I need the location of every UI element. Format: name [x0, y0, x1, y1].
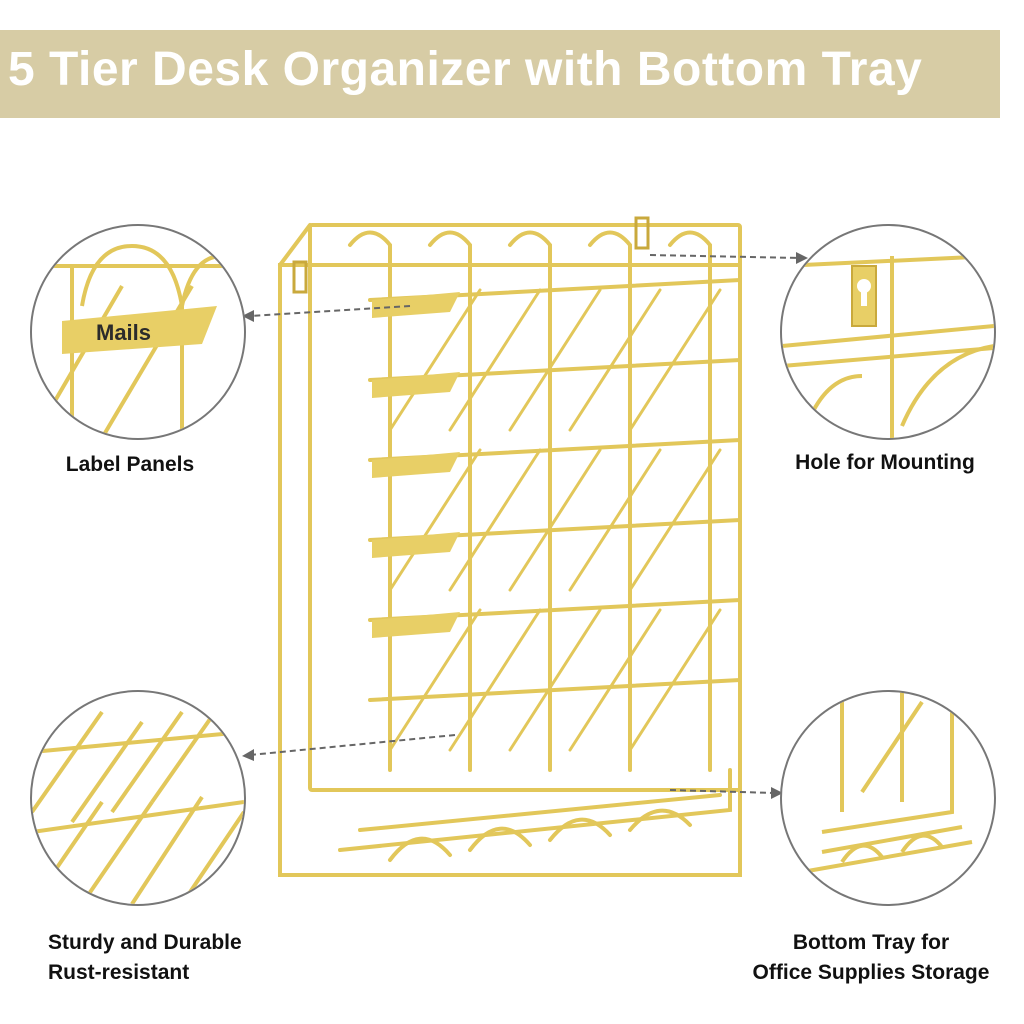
page-title: 5 Tier Desk Organizer with Bottom Tray	[8, 43, 923, 96]
label-panels-zoom-circle: Mails	[30, 224, 246, 440]
title-banner: 5 Tier Desk Organizer with Bottom Tray	[0, 30, 1000, 118]
label-panel-closeup-icon	[50, 243, 232, 438]
mails-label-tag: Mails	[96, 320, 152, 345]
wire-organizer-illustration	[278, 216, 742, 877]
label-panels-caption: Label Panels	[65, 453, 195, 476]
mounting-caption: Hole for Mounting	[795, 451, 975, 474]
tray-caption-line2: Office Supplies Storage	[752, 961, 990, 984]
tray-caption: Bottom Tray for Office Supplies Storage	[730, 928, 1012, 988]
mounting-closeup-icon	[782, 254, 994, 438]
tray-zoom-circle	[780, 690, 996, 906]
tray-closeup-icon	[801, 692, 973, 874]
durability-zoom-circle	[30, 690, 246, 906]
wire-mesh-closeup-icon	[32, 700, 244, 904]
durability-caption-line1: Sturdy and Durable	[48, 931, 242, 954]
durability-caption-line2: Rust-resistant	[48, 961, 190, 984]
mounting-zoom-circle	[780, 224, 996, 440]
tray-caption-line1: Bottom Tray for	[792, 931, 950, 954]
durability-caption: Sturdy and Durable Rust-resistant	[48, 928, 308, 988]
